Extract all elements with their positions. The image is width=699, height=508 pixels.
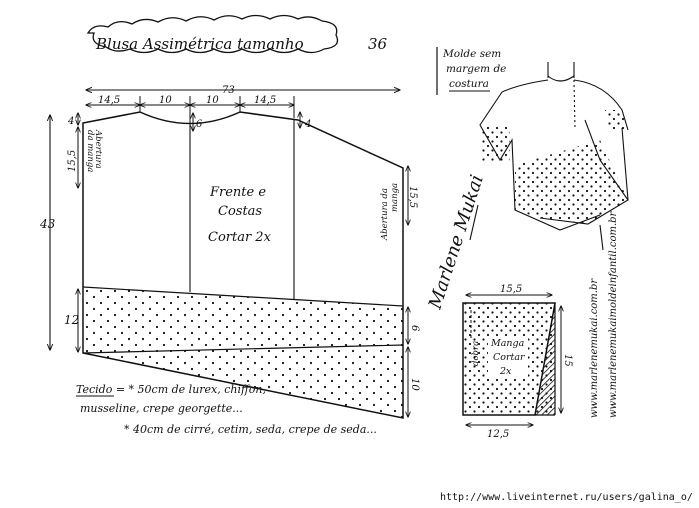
hem-right-upper: 6 (409, 325, 420, 332)
sleeve-label-2: Cortar (493, 352, 526, 363)
sleeve-label-1: Manga (490, 338, 525, 349)
bodice-contrast-band (83, 287, 403, 353)
website-1: www.marlenemukai.com.br (589, 278, 600, 418)
top-segment-3: 10 (206, 95, 219, 106)
sleeve-fold-label: dobra (471, 341, 481, 366)
bodice-label-2: Costas (218, 204, 262, 219)
website-credits: www.marlenemukai.com.br www.marlenemukai… (589, 210, 619, 418)
fabric-line-2: musseline, crepe georgette... (80, 402, 243, 415)
note-line-3: costura (449, 78, 489, 90)
signature-text: Marlene Mukai (424, 172, 487, 312)
sleeve-label-3: 2x (499, 366, 512, 377)
armhole-left-label-1: Abertura (93, 129, 103, 169)
blouse-sketch (469, 62, 629, 251)
note-line-2: margem de (446, 63, 506, 75)
sleeve-width-top: 15,5 (500, 284, 522, 295)
hem-left: 12 (64, 313, 79, 327)
designer-signature: Marlene Mukai (424, 172, 487, 312)
hem-right-lower: 10 (409, 378, 420, 391)
top-segment-4: 14,5 (254, 95, 276, 106)
size-value: 36 (368, 35, 388, 53)
armhole-left-value: 15,5 (67, 150, 78, 172)
armhole-right-label-2: manga (390, 183, 400, 212)
top-segment-2: 10 (159, 95, 172, 106)
bodice-label-3: Cortar 2x (208, 230, 272, 245)
fabric-line-3: * 40cm de cirré, cetim, seda, crepe de s… (124, 423, 377, 436)
shoulder-right: 4 (304, 119, 311, 130)
armhole-right-label-1: Abertura da (380, 188, 390, 241)
armhole-right-value: 15,5 (407, 186, 418, 208)
website-2: www.marlenemukaimoldeinfantil.com.br (608, 210, 619, 418)
title-cloud: Blusa Assimétrica tamanho 36 (86, 14, 388, 54)
footer-url: http://www.liveinternet.ru/users/galina_… (440, 492, 693, 503)
fabric-line-1: Tecido = * 50cm de lurex, chiffon, (76, 383, 266, 396)
bodice-pattern: Frente e Costas Cortar 2x 73 14,5 10 10 … (39, 85, 420, 419)
sleeve-width-bottom: 12,5 (487, 429, 509, 440)
width-total: 73 (222, 85, 235, 96)
bodice-outline (82, 111, 404, 419)
sleeve-pattern: Manga Cortar 2x 15,5 12,5 15 dobra (462, 284, 573, 440)
seam-allowance-note: Molde sem margem de costura (436, 47, 506, 95)
bodice-hem-triangle (83, 345, 403, 418)
neck-depth: 6 (196, 119, 203, 130)
top-segment-1: 14,5 (98, 95, 120, 106)
fabric-notes: Tecido = * 50cm de lurex, chiffon, musse… (76, 383, 377, 436)
sleeve-height: 15 (562, 354, 573, 367)
shoulder-left: 4 (67, 116, 74, 127)
page-title: Blusa Assimétrica tamanho (95, 35, 304, 53)
armhole-left-label-2: da manga (85, 130, 95, 172)
bodice-label-1: Frente e (209, 185, 266, 200)
height-left: 43 (39, 217, 56, 231)
note-line-1: Molde sem (442, 48, 501, 60)
